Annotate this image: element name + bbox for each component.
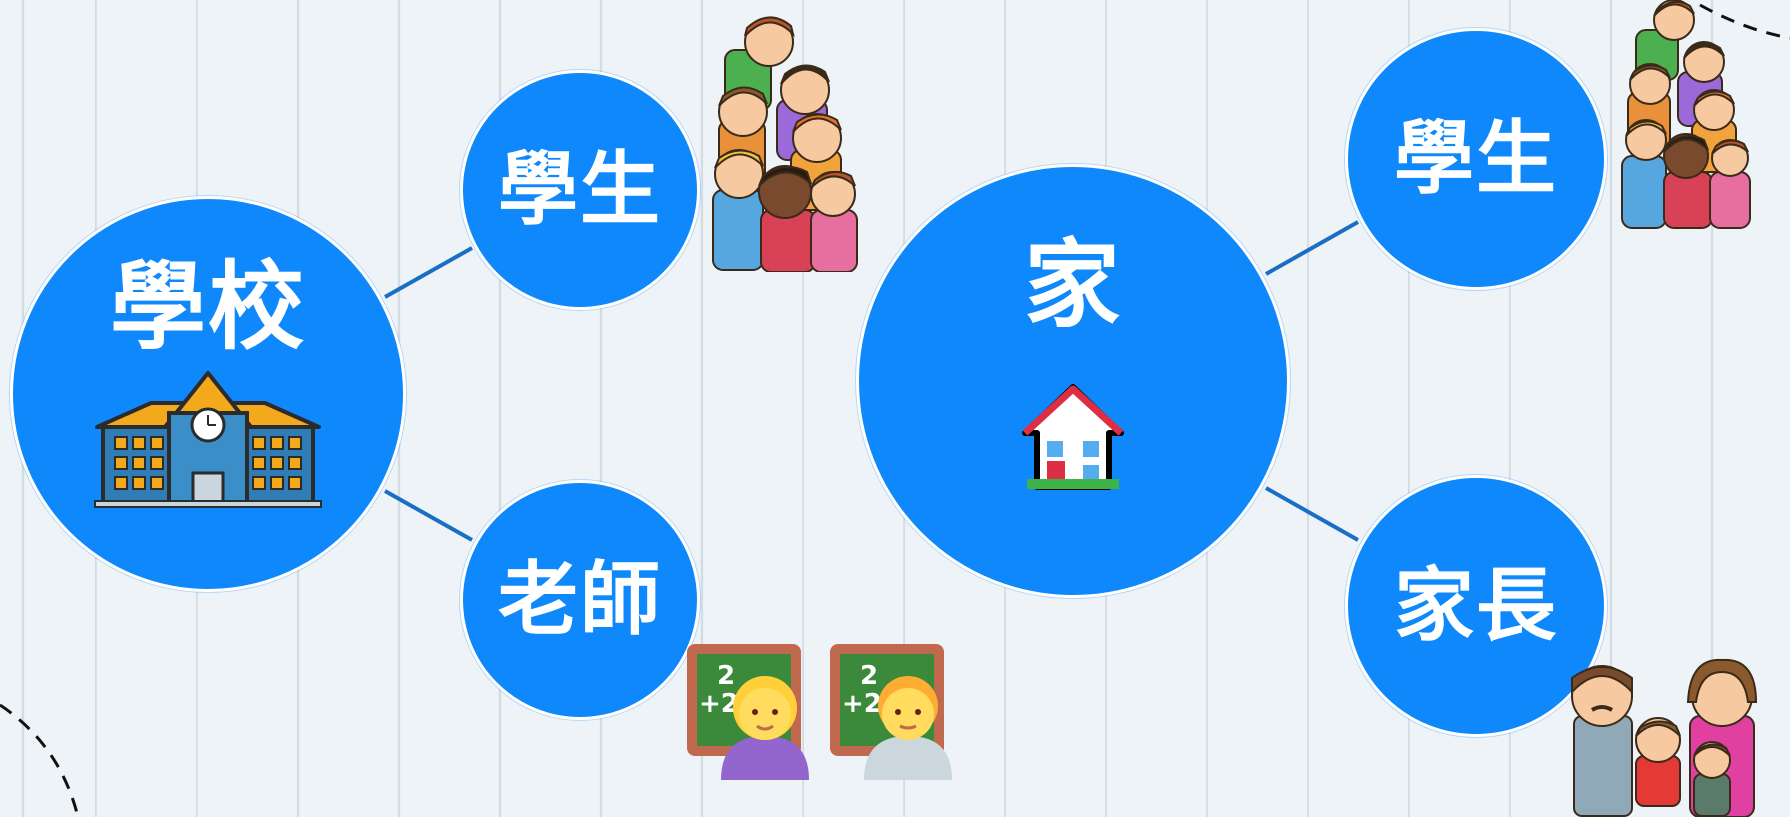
house-icon [1022, 384, 1124, 490]
school-node[interactable]: 學校 [10, 196, 406, 592]
svg-text:+2: +2 [699, 689, 739, 719]
svg-text:2: 2 [860, 661, 878, 691]
parents-node[interactable]: 家長 [1345, 475, 1607, 737]
teacher-icon: 2 +2 [687, 644, 809, 780]
school-building-icon [94, 371, 322, 508]
student-node-home[interactable]: 學生 [1345, 28, 1607, 290]
student-node-school[interactable]: 學生 [460, 70, 700, 310]
students-group-icon [712, 16, 858, 272]
home-node[interactable]: 家 [856, 164, 1290, 598]
link-home-student [1265, 220, 1359, 276]
parents-label: 家長 [1394, 559, 1558, 652]
link-school-teacher [384, 489, 473, 542]
teacher-node[interactable]: 老師 [460, 480, 700, 720]
teacher-icon: 2 +2 [830, 644, 952, 780]
link-home-parents [1265, 486, 1359, 542]
link-school-student [384, 246, 473, 299]
student-label: 學生 [1394, 112, 1558, 205]
dashed-arc-bottom-left [0, 703, 80, 817]
home-label: 家 [1024, 229, 1122, 341]
teacher-label: 老師 [498, 553, 662, 646]
family-icon [1571, 658, 1758, 817]
school-label: 學校 [110, 251, 306, 363]
students-group-icon [1621, 0, 1751, 229]
dashed-arc-top-right [1699, 3, 1790, 40]
student-label: 學生 [498, 143, 662, 236]
svg-text:2: 2 [717, 661, 735, 691]
svg-text:+2: +2 [842, 689, 882, 719]
